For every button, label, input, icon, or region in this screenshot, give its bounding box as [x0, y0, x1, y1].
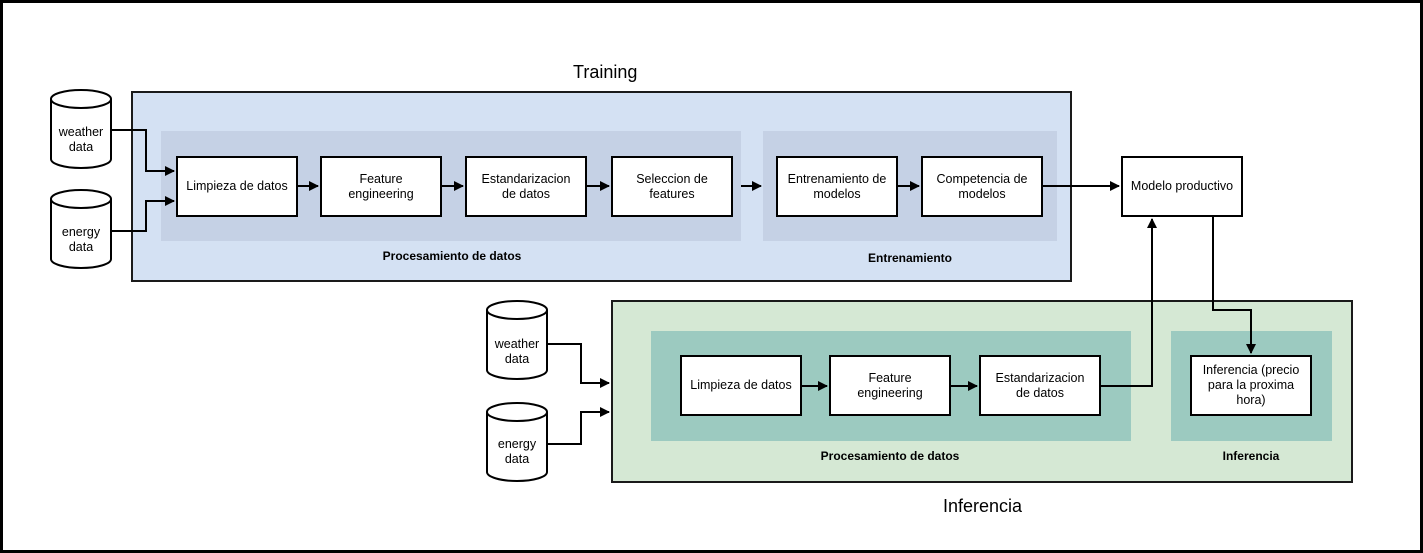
training-processing-label: Procesamiento de datos: [382, 249, 522, 263]
training-training-label: Entrenamiento: [867, 251, 952, 265]
inf-step-feature-engineering: Feature engineering: [829, 355, 951, 416]
train-step-estandarizacion: Estandarizacion de datos: [465, 156, 587, 217]
train-step-seleccion: Seleccion de features: [611, 156, 733, 217]
inference-processing-label: Procesamiento de datos: [820, 449, 960, 463]
inference-weather-label: weather data: [494, 337, 540, 366]
train-step-feature-engineering: Feature engineering: [320, 156, 442, 217]
train-step-competencia: Competencia de modelos: [921, 156, 1043, 217]
inf-step-estandarizacion: Estandarizacion de datos: [979, 355, 1101, 416]
train-step-limpieza: Limpieza de datos: [176, 156, 298, 217]
inf-step-limpieza: Limpieza de datos: [680, 355, 802, 416]
train-step-entrenamiento: Entrenamiento de modelos: [776, 156, 898, 217]
training-energy-label: energy data: [61, 225, 101, 254]
inf-step-inferencia: Inferencia (precio para la proxima hora): [1190, 355, 1312, 416]
training-weather-label: weather data: [58, 125, 104, 154]
inference-title: Inferencia: [943, 496, 1023, 516]
training-title: Training: [573, 62, 638, 82]
model-productivo: Modelo productivo: [1121, 156, 1243, 217]
inference-energy-label: energy data: [497, 437, 537, 466]
inference-inference-label: Inferencia: [1222, 449, 1280, 463]
